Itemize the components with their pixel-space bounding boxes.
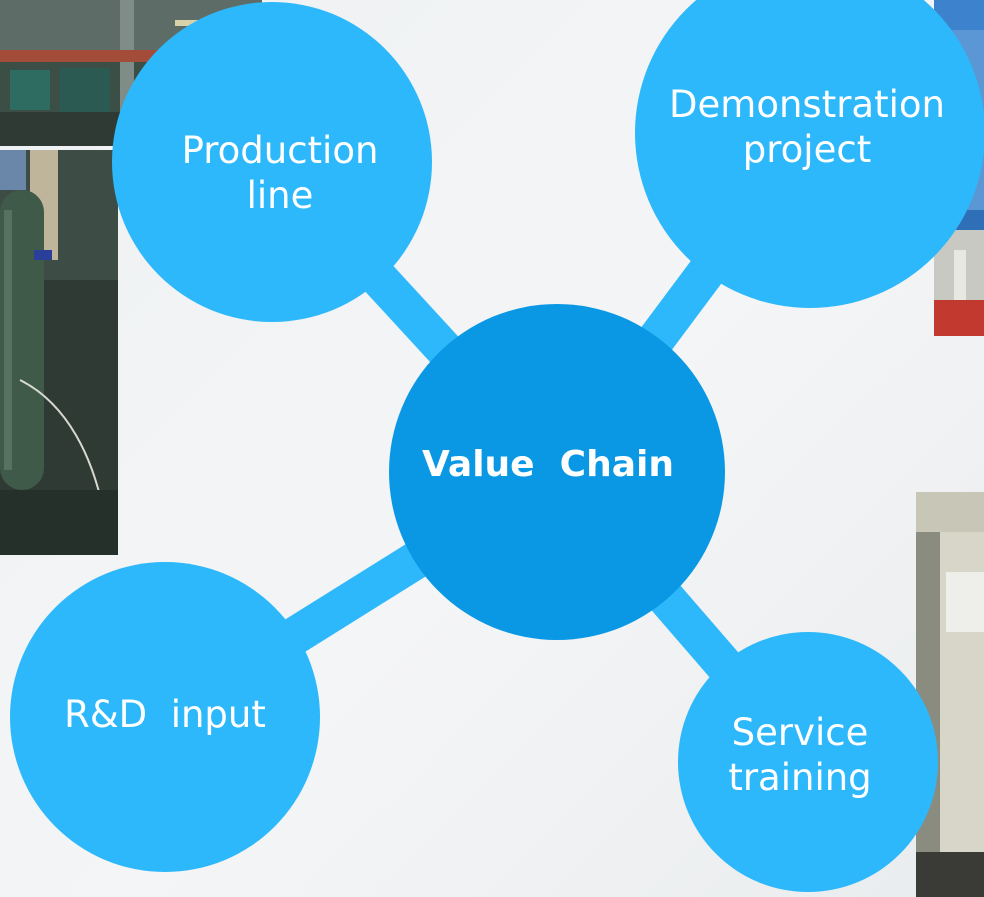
node-circle-service-training — [678, 632, 938, 892]
node-circle-demonstration-project — [635, 0, 984, 308]
node-label-service-training-line-1: Service — [731, 710, 869, 754]
node-label-service-training-line-2: training — [728, 756, 872, 799]
node-label-demonstration-project-line-2: project — [742, 128, 872, 171]
center-node-circle — [389, 304, 725, 640]
photo-worker-with-cylinder — [0, 150, 118, 555]
node-circle-rd-input — [10, 562, 320, 872]
node-label-production-line-line-1: Production — [181, 128, 379, 172]
node-label-service-training: Service training — [680, 700, 920, 810]
node-label-rd-input: R&D input — [64, 693, 266, 737]
node-circle-production-line — [112, 2, 432, 322]
node-label-production-line-line-2: line — [246, 174, 314, 217]
node-label-demonstration-project-line-1: Demonstration — [669, 82, 945, 126]
node-label-demonstration-project: Demonstration project — [630, 72, 984, 182]
node-label-production-line: Production line — [120, 118, 440, 228]
center-node-label: Value Chain — [422, 444, 674, 486]
